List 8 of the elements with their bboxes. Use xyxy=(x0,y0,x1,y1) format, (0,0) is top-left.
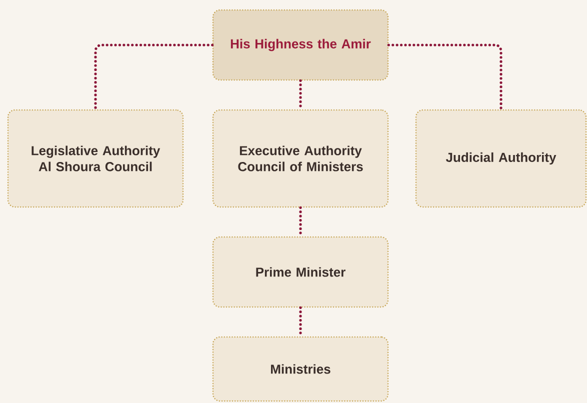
org-box: Judicial Authority xyxy=(415,109,587,208)
connector xyxy=(94,44,214,111)
org-box: Ministries xyxy=(212,336,389,402)
org-box: Executive Authority Council of Ministers xyxy=(212,109,389,208)
org-box: Legislative Authority Al Shoura Council xyxy=(7,109,184,208)
org-box: Prime Minister xyxy=(212,236,389,308)
header-box: His Highness the Amir xyxy=(212,9,389,81)
connector xyxy=(387,44,502,111)
